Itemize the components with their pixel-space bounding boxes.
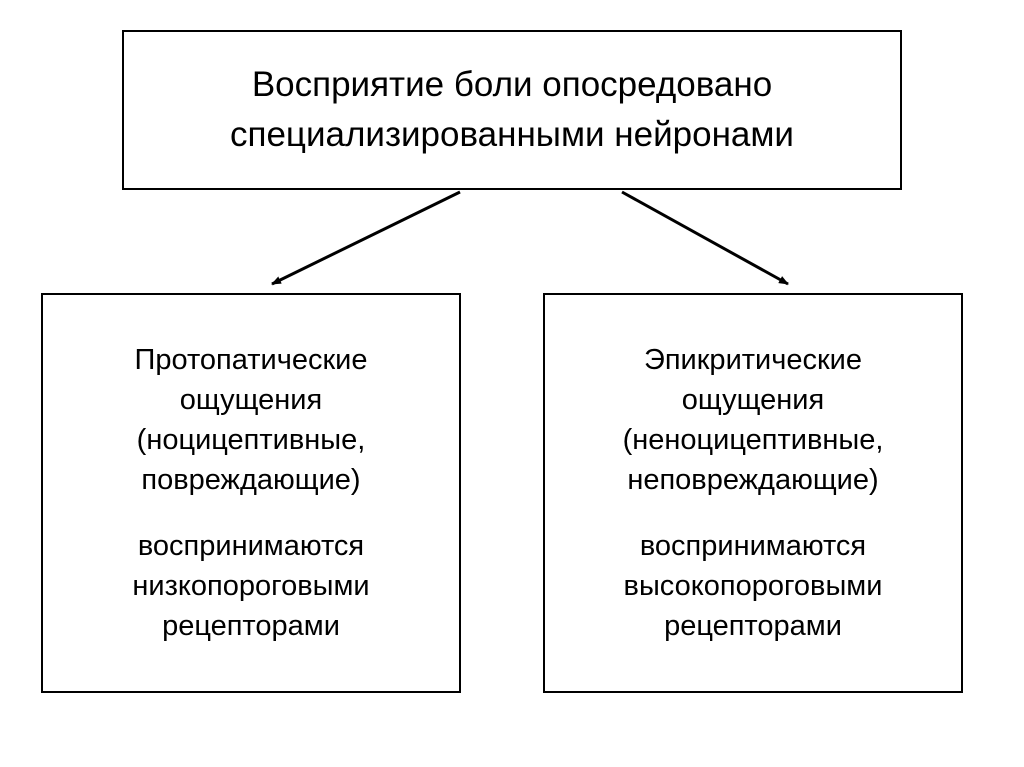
right-epicritic-box: Эпикритические ощущения (неноцицептивные… [543, 293, 963, 693]
left-box-group-1: Протопатические ощущения (ноцицептивные,… [135, 340, 368, 500]
right-box-group-2: воспринимаются высокопороговыми рецептор… [624, 526, 883, 646]
left-box-line-2: ощущения [179, 384, 323, 416]
right-box-line-4: неповреждающие) [627, 464, 879, 496]
left-protopathic-box: Протопатические ощущения (ноцицептивные,… [41, 293, 461, 693]
left-box-line-3: (ноцицептивные, [136, 424, 366, 456]
left-box-line-7: рецепторами [162, 610, 340, 642]
left-box-group-2: воспринимаются низкопороговыми рецептора… [132, 526, 369, 646]
right-box-group-1: Эпикритические ощущения (неноцицептивные… [623, 340, 884, 500]
left-box-line-6: низкопороговыми [132, 570, 370, 602]
right-box-line-1: Эпикритические [644, 344, 862, 376]
right-box-line-3: (неноцицептивные, [622, 424, 884, 456]
top-box-line-2: специализированными нейронами [230, 115, 794, 154]
right-box-line-6: высокопороговыми [623, 570, 883, 602]
left-box-line-4: повреждающие) [141, 464, 361, 496]
top-statement-box: Восприятие боли опосредовано специализир… [122, 30, 902, 190]
arrow-to-left-box [271, 190, 461, 286]
right-box-line-5: воспринимаются [639, 530, 867, 562]
left-box-line-5: воспринимаются [137, 530, 365, 562]
left-box-line-1: Протопатические [134, 344, 368, 376]
right-box-line-7: рецепторами [664, 610, 842, 642]
right-box-line-2: ощущения [681, 384, 825, 416]
arrow-to-right-box [621, 190, 789, 286]
top-box-line-1: Восприятие боли опосредовано [251, 65, 773, 104]
